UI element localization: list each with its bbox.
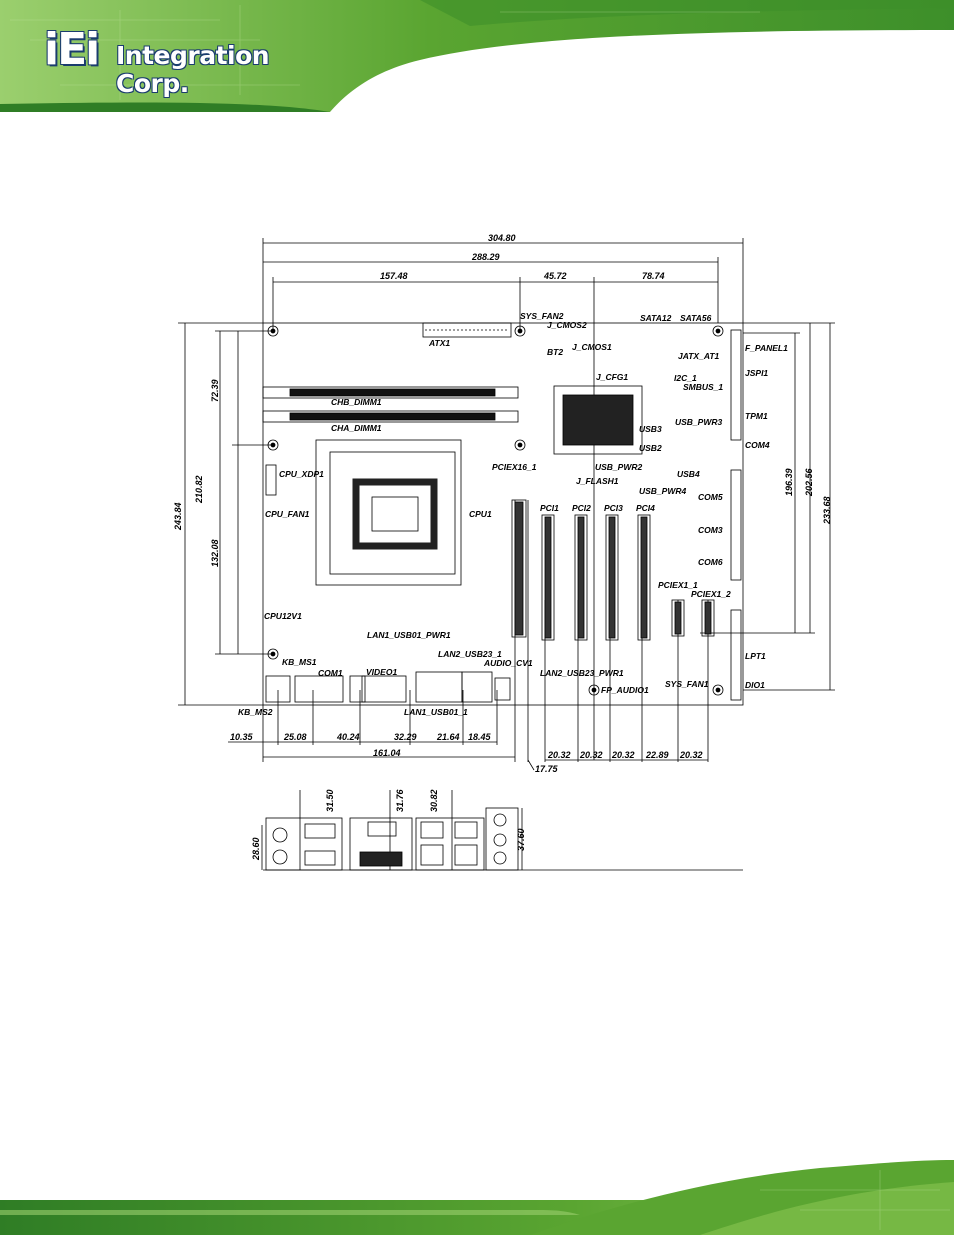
dim-bottom-3: 40.24: [336, 732, 360, 742]
label-usb2: USB2: [639, 443, 662, 453]
label-chb-dimm1: CHB_DIMM1: [331, 397, 382, 407]
label-j-flash1: J_FLASH1: [576, 476, 619, 486]
label-audio-cv1: AUDIO_CV1: [483, 658, 533, 668]
label-com5: COM5: [698, 492, 723, 502]
label-f-panel1: F_PANEL1: [745, 343, 788, 353]
label-pciex16-1: PCIEX16_1: [492, 462, 537, 472]
dim-top-3: 157.48: [380, 271, 408, 281]
dim-right-2: 202.56: [804, 467, 814, 497]
label-cha-dimm1: CHA_DIMM1: [331, 423, 382, 433]
label-cpu-xdp1: CPU_XDP1: [279, 469, 324, 479]
label-j-cfg1: J_CFG1: [596, 372, 628, 382]
dim-bottom-5: 21.64: [436, 732, 460, 742]
header-banner: [0, 0, 954, 112]
dim-top-2: 288.29: [471, 252, 500, 262]
label-j-cmos1: J_CMOS1: [572, 342, 612, 352]
footer-banner: [0, 1160, 954, 1235]
label-fp-audio1: FP_AUDIO1: [601, 685, 649, 695]
label-sys-fan2: SYS_FAN2: [520, 311, 564, 321]
label-j-cmos2: J_CMOS2: [547, 320, 587, 330]
dim-bottom-6: 18.45: [468, 732, 492, 742]
label-atx1: ATX1: [428, 338, 450, 348]
label-usb4: USB4: [677, 469, 700, 479]
dim-bottom-2: 25.08: [283, 732, 307, 742]
label-cpu12v1: CPU12V1: [264, 611, 302, 621]
label-pciex1-2: PCIEX1_2: [691, 589, 731, 599]
dim-right-3: 233.68: [822, 496, 832, 525]
dim-left-1: 243.84: [173, 502, 183, 531]
label-video1: VIDEO1: [366, 667, 397, 677]
label-usb-pwr2: USB_PWR2: [595, 462, 643, 472]
label-kb-ms1: KB_MS1: [282, 657, 317, 667]
label-usb3: USB3: [639, 424, 662, 434]
label-com4: COM4: [745, 440, 770, 450]
label-sata12: SATA12: [640, 313, 672, 323]
dim-bottom-1: 10.35: [230, 732, 254, 742]
label-kb-ms2: KB_MS2: [238, 707, 273, 717]
label-jatx-at1: JATX_AT1: [678, 351, 720, 361]
dim-top-4: 45.72: [543, 271, 567, 281]
label-smbus-1: SMBUS_1: [683, 382, 723, 392]
dim-bottom-pcie: 17.75: [535, 764, 559, 774]
label-bt2: BT2: [547, 347, 563, 357]
dim-slot-5: 20.32: [679, 750, 703, 760]
label-cpu1: CPU1: [469, 509, 492, 519]
dim-io-4: 30.82: [429, 789, 439, 812]
logo-text: Integration Corp.: [116, 41, 270, 98]
label-lan2-usb23-pwr1: LAN2_USB23_PWR1: [540, 668, 624, 678]
label-pciex1-1: PCIEX1_1: [658, 580, 698, 590]
dim-slot-2: 20.32: [579, 750, 603, 760]
label-lan2-usb23-1: LAN2_USB23_1: [438, 649, 502, 659]
logo-mark: iEi: [44, 24, 100, 75]
label-com3: COM3: [698, 525, 723, 535]
dim-top-5: 78.74: [642, 271, 665, 281]
label-pci1: PCI1: [540, 503, 559, 513]
label-i2c-1: I2C_1: [674, 373, 697, 383]
dim-bottom-4: 32.29: [394, 732, 417, 742]
dim-left-4: 132.08: [210, 539, 220, 567]
label-com1: COM1: [318, 668, 343, 678]
label-pci2: PCI2: [572, 503, 591, 513]
label-jspi1: JSPI1: [745, 368, 768, 378]
dim-io-2: 31.50: [325, 789, 335, 812]
dim-io-3: 31.76: [395, 788, 405, 812]
dim-slot-4: 22.89: [645, 750, 669, 760]
brand-logo: iEi Integration Corp.: [44, 24, 344, 98]
dim-right-1: 196.39: [784, 468, 794, 496]
label-lpt1: LPT1: [745, 651, 766, 661]
label-lan1-usb01-1: LAN1_USB01_1: [404, 707, 468, 717]
label-usb-pwr3: USB_PWR3: [675, 417, 723, 427]
dim-io-5: 37.60: [516, 828, 526, 851]
label-tpm1: TPM1: [745, 411, 768, 421]
dim-bottom-total: 161.04: [373, 748, 401, 758]
label-lan1-usb01-pwr1: LAN1_USB01_PWR1: [367, 630, 451, 640]
label-com6: COM6: [698, 557, 723, 567]
board-outline: [262, 322, 744, 706]
label-sata56: SATA56: [680, 313, 712, 323]
label-pci3: PCI3: [604, 503, 623, 513]
label-pci4: PCI4: [636, 503, 655, 513]
dim-slot-3: 20.32: [611, 750, 635, 760]
dim-slot-1: 20.32: [547, 750, 571, 760]
dim-top-1: 304.80: [488, 233, 516, 243]
dim-io-1: 28.60: [251, 837, 261, 861]
label-sys-fan1: SYS_FAN1: [665, 679, 709, 689]
dim-left-2: 210.82: [194, 475, 204, 504]
label-dio1: DIO1: [745, 680, 765, 690]
dim-left-3: 72.39: [210, 379, 220, 402]
label-cpu-fan1: CPU_FAN1: [265, 509, 310, 519]
label-usb-pwr4: USB_PWR4: [639, 486, 687, 496]
